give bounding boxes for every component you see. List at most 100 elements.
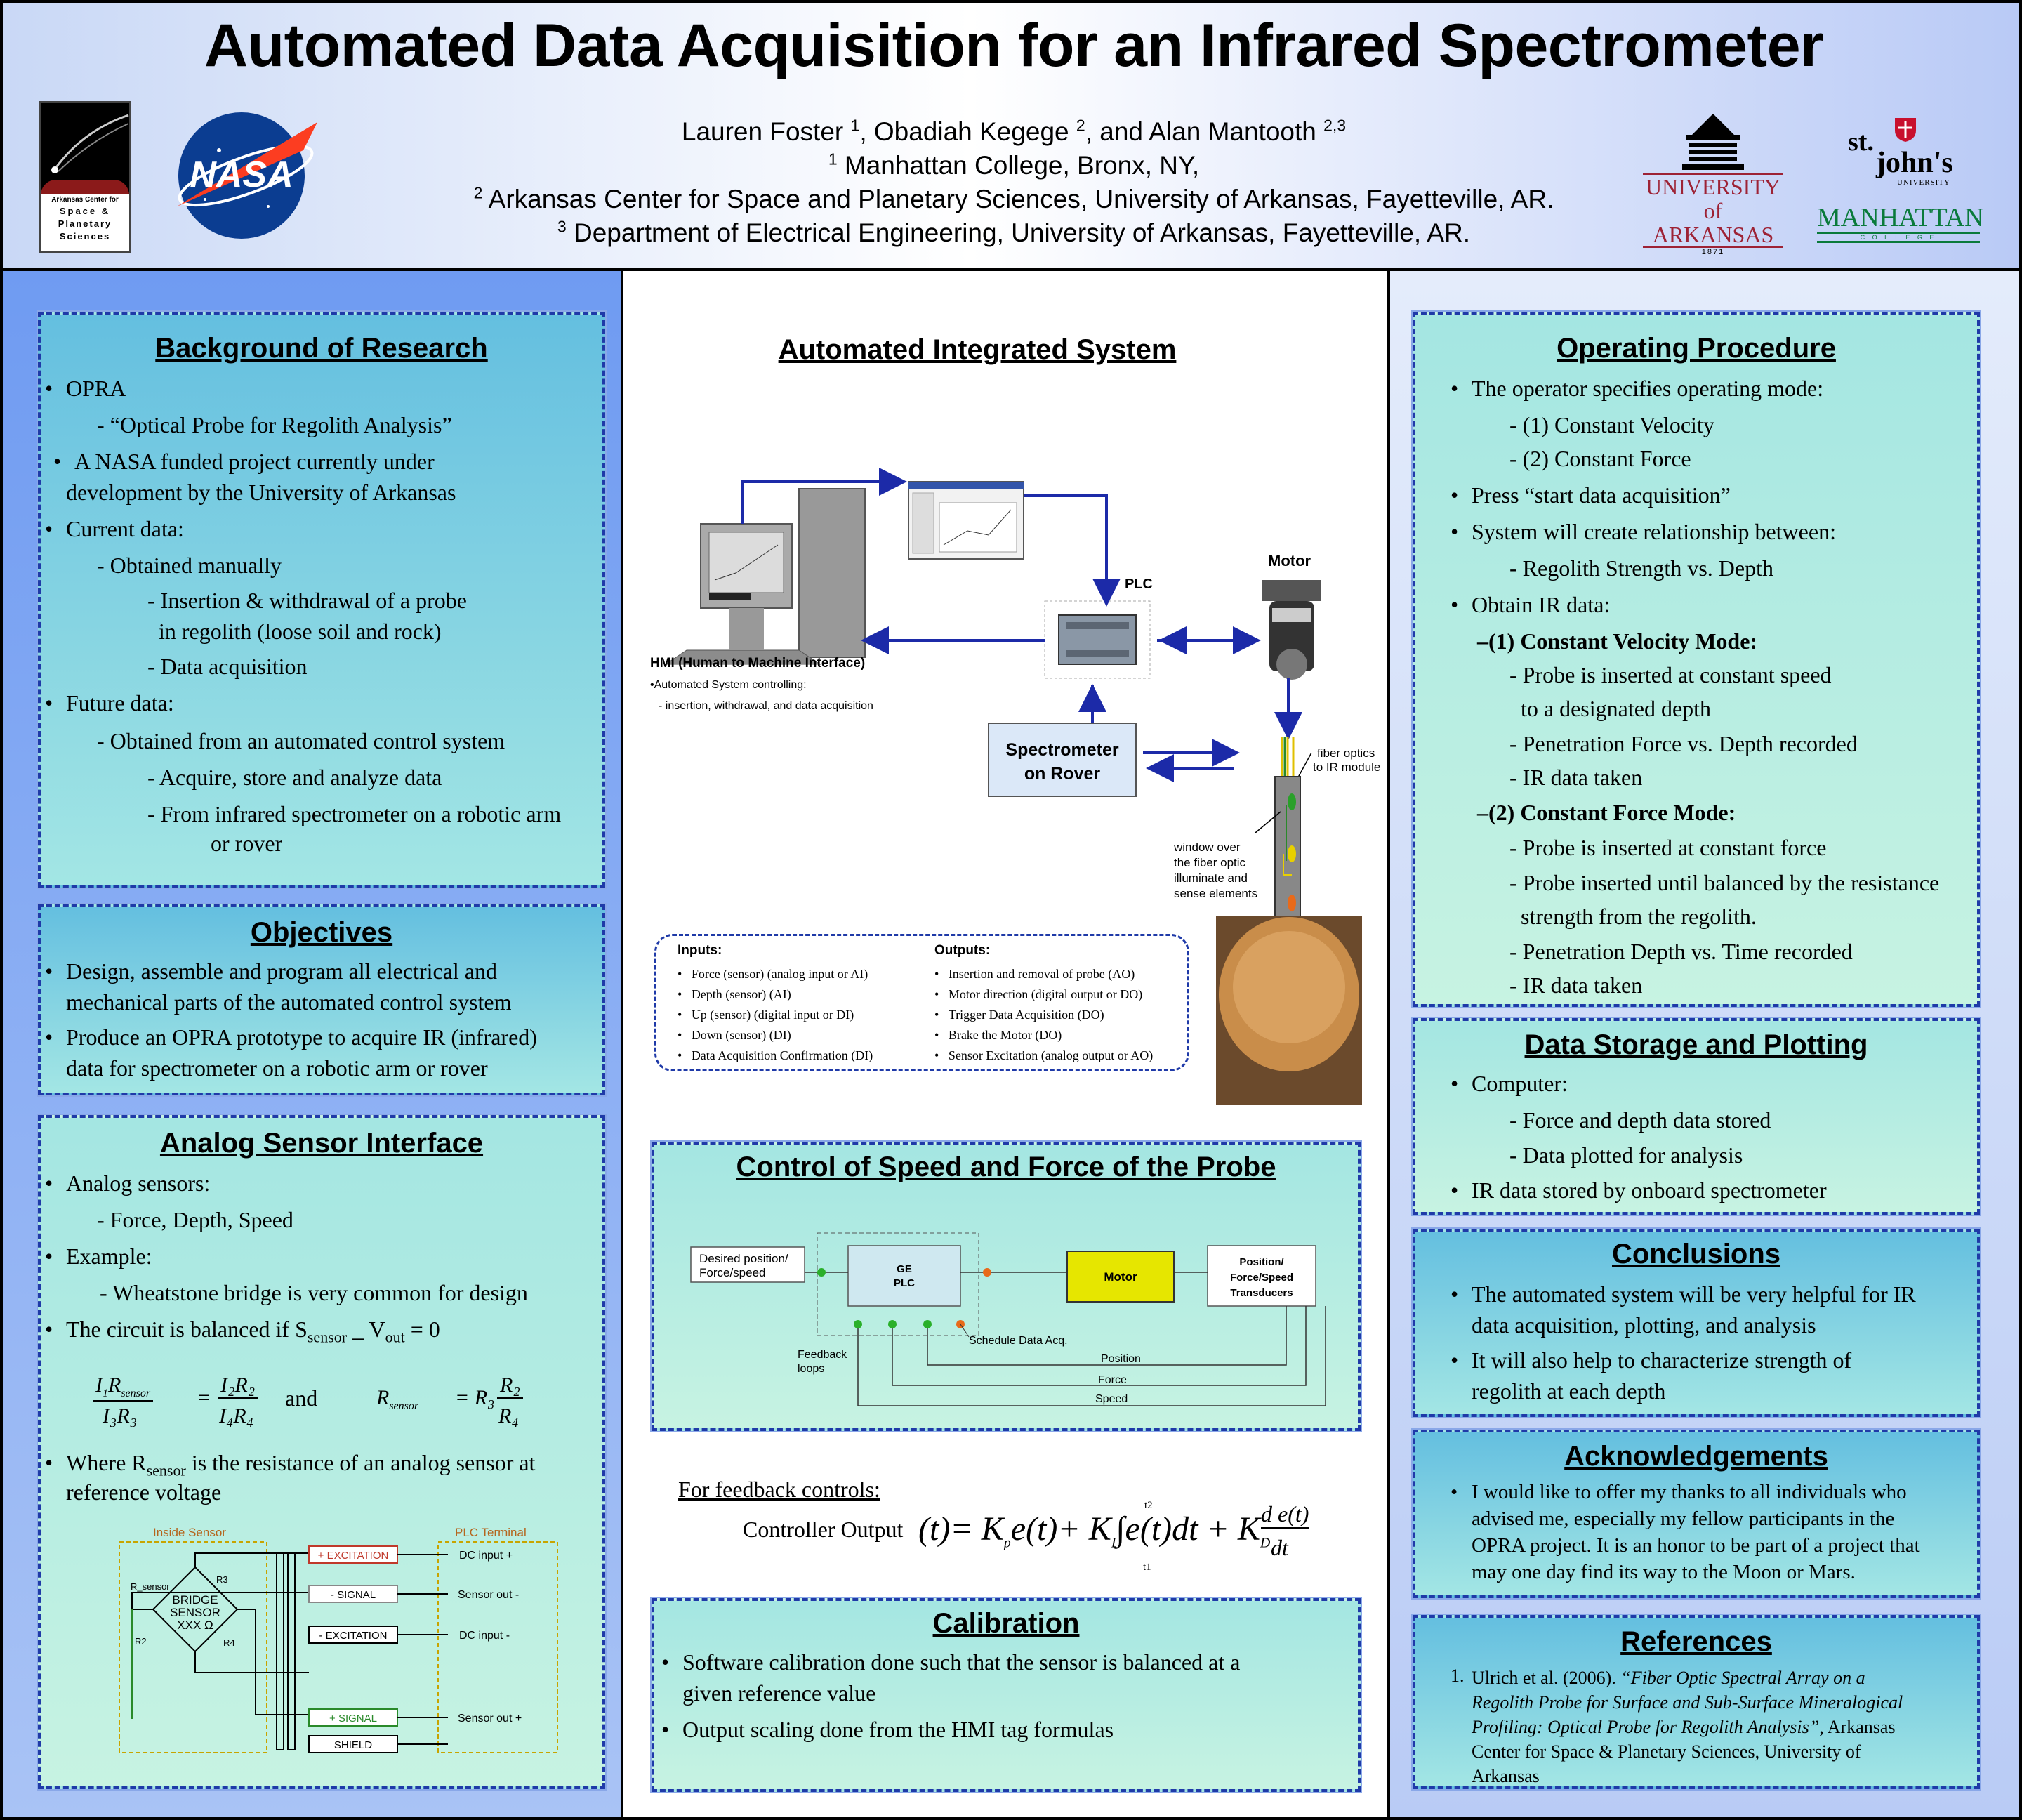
- op-line: –(1) Constant Velocity Mode:: [1477, 628, 1758, 654]
- op-line: - Probe is inserted at constant speed: [1509, 662, 1832, 687]
- bg-line: Future data:: [45, 691, 174, 715]
- analog-line: Example:: [45, 1244, 152, 1268]
- ack-line: advised me, especially my fellow partici…: [1472, 1508, 1895, 1530]
- university-of-arkansas-logo: UNIVERSITY of ARKANSAS 1871: [1643, 107, 1783, 256]
- svg-text:Force/Speed: Force/Speed: [1230, 1272, 1293, 1284]
- calibration-panel: Calibration Software calibration done su…: [650, 1597, 1362, 1793]
- authors-line: Lauren Foster 1, Obadiah Kegege 2, and A…: [681, 116, 1347, 146]
- svg-text:BRIDGE: BRIDGE: [172, 1593, 218, 1607]
- obj-line: Design, assemble and program all electri…: [45, 959, 497, 983]
- svg-text:PLC: PLC: [894, 1277, 915, 1289]
- spectrometer-box: [988, 723, 1137, 797]
- author-block: Lauren Foster 1, Obadiah Kegege 2, and A…: [396, 115, 1632, 250]
- shield-icon: [1895, 118, 1916, 142]
- control-title: Control of Speed and Force of the Probe: [736, 1152, 1276, 1182]
- automated-system-diagram: PLC Motor Spectrometer on Rover fiber op…: [650, 468, 1380, 1105]
- nasa-meatball-icon: NASA: [177, 112, 317, 239]
- sj-line3: UNIVERSITY: [1897, 178, 1950, 187]
- st-johns-logo: st. john's UNIVERSITY: [1842, 115, 1962, 192]
- bg-line: - Data acquisition: [147, 654, 308, 679]
- acsps-line1: Arkansas Center for: [51, 196, 119, 204]
- background-title: Background of Research: [155, 333, 488, 364]
- io-list-box: Inputs: • Force (sensor) (analog input o…: [654, 934, 1189, 1071]
- ack-line: OPRA project. It is an honor to be part …: [1472, 1534, 1920, 1557]
- computer-icon: [664, 488, 866, 665]
- svg-text:Force: Force: [1098, 1374, 1127, 1386]
- probe-icon: [1274, 776, 1301, 954]
- control-panel: Control of Speed and Force of the Probe …: [650, 1140, 1362, 1501]
- op-line: to a designated depth: [1521, 696, 1712, 721]
- svg-text:fiber optics: fiber optics: [1317, 746, 1375, 760]
- bg-line: - From infrared spectrometer on a roboti…: [147, 801, 562, 826]
- svg-text:- insertion, withdrawal, and d: - insertion, withdrawal, and data acquis…: [659, 700, 873, 712]
- svg-text:Motor: Motor: [1268, 552, 1311, 569]
- inputs-list: • Force (sensor) (analog input or AI) • …: [678, 967, 873, 1062]
- bg-line: - Acquire, store and analyze data: [147, 765, 442, 790]
- svg-text:on Rover: on Rover: [1024, 764, 1101, 784]
- svg-text:Sensor out -: Sensor out -: [458, 1589, 519, 1601]
- op-line: - Penetration Depth vs. Time recorded: [1509, 939, 1853, 964]
- bg-line: A NASA funded project currently under: [53, 449, 435, 473]
- regolith-photo: [1216, 916, 1362, 1105]
- operating-procedure-panel: Operating Procedure The operator specifi…: [1411, 310, 1981, 1008]
- controller-formula: Controller Output (t)= Kpe(t)+ KI∫e(t)dt…: [743, 1500, 1309, 1573]
- system-title: Automated Integrated System: [778, 334, 1177, 365]
- mc-line1: MANHATTAN: [1817, 203, 1984, 232]
- feedback-block-diagram: Desired position/ Force/speed GE PLC Mot…: [690, 1232, 1326, 1406]
- op-line: The operator specifies operating mode:: [1451, 376, 1823, 400]
- storage-line: Computer:: [1451, 1071, 1568, 1095]
- storage-line: - Force and depth data stored: [1509, 1107, 1771, 1133]
- op-line: Obtain IR data:: [1451, 593, 1610, 616]
- feedback-label: For feedback controls:: [678, 1477, 880, 1502]
- affiliation-1: 1 Manhattan College, Bronx, NY,: [828, 150, 1200, 180]
- concl-line: It will also help to characterize streng…: [1451, 1348, 1851, 1372]
- analog-sensor-panel: Analog Sensor Interface Analog sensors: …: [37, 1114, 607, 1791]
- references-title: References: [1620, 1626, 1772, 1657]
- svg-text:sense elements: sense elements: [1174, 887, 1257, 900]
- op-line: - Regolith Strength vs. Depth: [1509, 555, 1773, 581]
- ref-number: 1.: [1451, 1666, 1465, 1686]
- svg-text:•Automated System controlling:: •Automated System controlling:: [650, 679, 807, 691]
- svg-text:to IR module: to IR module: [1313, 760, 1380, 774]
- acknowledgements-panel: Acknowledgements I would like to offer m…: [1411, 1428, 1981, 1600]
- manhattan-college-logo: MANHATTAN C O L L E G E: [1817, 203, 1984, 243]
- bg-line: Current data:: [45, 517, 184, 541]
- svg-text:loops: loops: [798, 1363, 824, 1375]
- svg-text:- EXCITATION: - EXCITATION: [319, 1630, 388, 1642]
- svg-text:Desired position/: Desired position/: [699, 1252, 788, 1265]
- svg-text:GE: GE: [897, 1263, 912, 1275]
- wheatstone-wiring-diagram: Inside Sensor PLC Terminal R_sensor R3 R…: [119, 1526, 558, 1753]
- op-line: - Probe inserted until balanced by the r…: [1509, 870, 1940, 895]
- objectives-title: Objectives: [250, 917, 393, 948]
- svg-text:DC input -: DC input -: [459, 1630, 510, 1642]
- ack-line: may one day find its way to the Moon or …: [1472, 1561, 1856, 1583]
- analog-title: Analog Sensor Interface: [159, 1128, 484, 1159]
- bg-line: - Insertion & withdrawal of a probe: [147, 588, 467, 613]
- poster-header: Automated Data Acquisition for an Infrar…: [0, 0, 2022, 271]
- svg-text:Motor: Motor: [1104, 1270, 1137, 1284]
- svg-text:Position: Position: [1101, 1353, 1141, 1365]
- acsps-logo: Arkansas Center for Space & Planetary Sc…: [39, 101, 131, 253]
- svg-text:R3: R3: [216, 1574, 228, 1585]
- sj-line1: st.: [1848, 127, 1874, 157]
- cal-line: Output scaling done from the HMI tag for…: [661, 1717, 1114, 1741]
- data-storage-panel: Data Storage and Plotting Computer: - Fo…: [1411, 1017, 1981, 1216]
- balance-condition: The circuit is balanced if Ssensor _ Vou…: [45, 1317, 440, 1349]
- svg-text:DC input +: DC input +: [459, 1550, 513, 1562]
- svg-text:XXX Ω: XXX Ω: [177, 1618, 213, 1632]
- comet-icon: [51, 114, 129, 173]
- svg-text:PLC Terminal: PLC Terminal: [455, 1526, 527, 1539]
- motor-icon: [1262, 580, 1321, 680]
- op-line: - Penetration Force vs. Depth recorded: [1509, 731, 1858, 756]
- svg-text:Sensor out +: Sensor out +: [458, 1713, 522, 1725]
- poster-title: Automated Data Acquisition for an Infrar…: [204, 12, 1824, 79]
- bg-line: - Obtained manually: [97, 553, 282, 578]
- plc-icon: [1044, 600, 1151, 679]
- inputs-title: Inputs:: [678, 943, 722, 958]
- svg-text:Inside Sensor: Inside Sensor: [153, 1526, 226, 1539]
- reference-1: Ulrich et al. (2006). “Fiber Optic Spect…: [1472, 1668, 1903, 1786]
- svg-text:PLC: PLC: [1125, 576, 1153, 592]
- conclusions-title: Conclusions: [1611, 1239, 1781, 1270]
- op-line: - (2) Constant Force: [1509, 446, 1691, 471]
- bg-line: or rover: [211, 831, 283, 856]
